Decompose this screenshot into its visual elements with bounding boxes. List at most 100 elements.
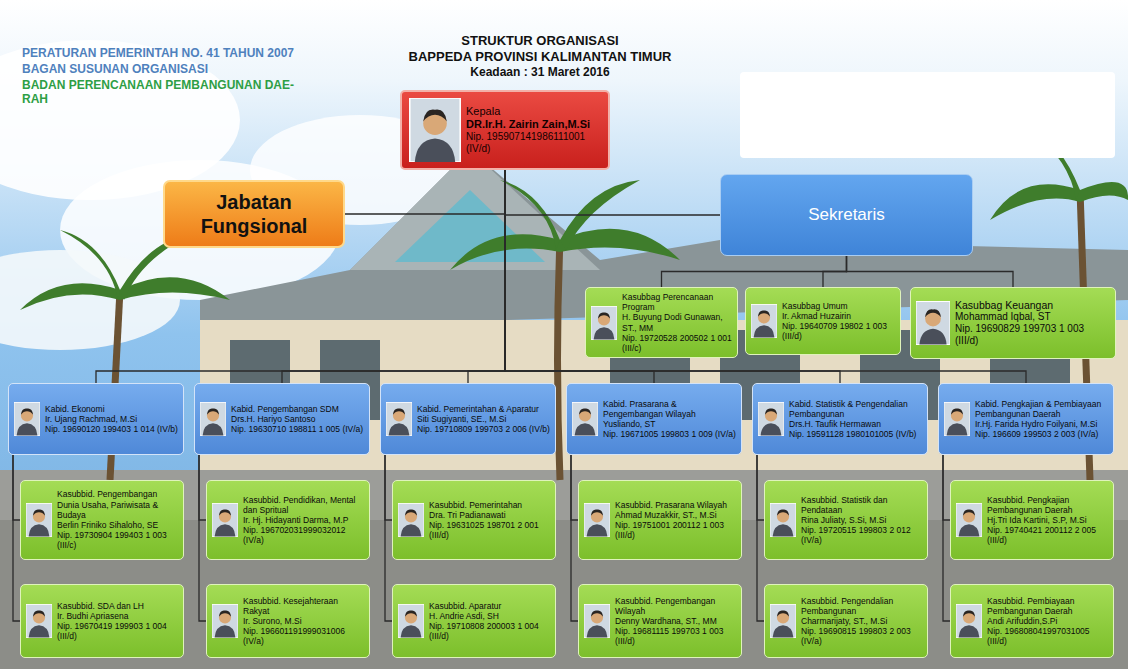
text-group: Jabatan Fungsional — [175, 190, 333, 238]
subdivision-box: Kasubbid. Prasarana WilayahAhmad Muzakki… — [578, 480, 742, 560]
subdivision-box: Kasubbid. Kesejahteraan RakyatIr. Surono… — [206, 584, 370, 658]
org-connector — [757, 455, 764, 520]
portrait-photo — [758, 402, 784, 436]
person-name: Siti Sugiyanti, SE., M.Si — [417, 414, 550, 424]
portrait-photo — [386, 402, 412, 436]
agency-title: BAPPEDA PROVINSI KALIMANTAN TIMUR — [370, 49, 710, 65]
regulation-note: PERATURAN PEMERINTAH NO. 41 TAHUN 2007 — [22, 46, 402, 60]
position-title: Kabid. Prasarana & Pengembangan Wilayah — [603, 399, 736, 419]
position-title: Kasubbid. Statistik dan Pendataan — [801, 495, 922, 515]
text-group: Kasubbid. Prasarana WilayahAhmad Muzakki… — [615, 500, 736, 541]
position-title: Kabid. Pemerintahan & Aparatur — [417, 404, 550, 414]
org-connector — [847, 256, 1014, 287]
chart-title: STRUKTUR ORGANISASI — [370, 33, 710, 49]
employee-number: Nip. 19751001 200112 1 003 (III/d) — [615, 520, 736, 540]
org-connector — [943, 455, 950, 621]
text-group: Kasubbid. PemerintahanDra. Tri Padianawa… — [429, 500, 550, 541]
division-box: Kabid. Prasarana & Pengembangan WilayahY… — [566, 383, 742, 455]
position-title: Kasubbid. Pengembangan Dunia Usaha, Pari… — [57, 489, 178, 520]
text-group: Kasubbag UmumIr. Akmad HuzairinNip. 1964… — [782, 301, 895, 342]
unit-name: Sekretaris — [726, 205, 967, 225]
person-name: Drs.H. Hariyo Santoso — [231, 414, 364, 424]
portrait-photo — [398, 604, 424, 638]
portrait-photo — [26, 604, 52, 638]
employee-number: Nip. 19690815 199803 2 003 (IV/a) — [801, 626, 922, 646]
portrait-photo — [14, 402, 40, 436]
text-group: Kasubbid. Pengembangan WilayahDenny Ward… — [615, 596, 736, 647]
portrait-photo — [409, 98, 461, 162]
subdivision-box: Kasubbid. SDA dan LHIr. Budhi ApriasenaN… — [20, 584, 184, 658]
text-group: Kabid. Prasarana & Pengembangan WilayahY… — [603, 399, 736, 440]
text-group: KepalaDR.Ir.H. Zairin Zain,M.SiNip. 1959… — [466, 105, 601, 155]
division-box: Kabid. Statistik & Pengendalian Pembangu… — [752, 383, 928, 455]
person-name: Ir. Ujang Rachmad, M.Si — [45, 414, 178, 424]
position-title: Kasubbid. Pendidikan, Mental dan Spritua… — [243, 495, 364, 515]
text-group: Sekretaris — [726, 205, 967, 225]
subdivision-box: Kasubbid. Pendidikan, Mental dan Spritua… — [206, 480, 370, 560]
person-name: Ir. Akmad Huzairin — [782, 311, 895, 321]
portrait-photo — [572, 402, 598, 436]
org-connector — [345, 170, 505, 214]
portrait-photo — [956, 503, 982, 537]
text-group: Kasubbag KeuanganMohammad Iqbal, STNip. … — [955, 299, 1110, 348]
portrait-photo — [944, 402, 970, 436]
subdivision-box: Kasubbid. AparaturH. Andrie Asdi, SHNip.… — [392, 584, 556, 658]
org-connector — [96, 170, 505, 383]
employee-number: Nip. 19670419 199903 1 004 (III/d) — [57, 621, 178, 641]
position-title: Kabid. Pengembangan SDM — [231, 404, 364, 414]
subdivision-box: Kasubbid. PemerintahanDra. Tri Padianawa… — [392, 480, 556, 560]
position-title: Kasubbid. Pemerintahan — [429, 500, 550, 510]
status-date: Keadaan : 31 Maret 2016 — [370, 65, 710, 79]
position-title: Kasubbid. Pengkajian Pembangunan Daerah — [987, 495, 1108, 515]
subdivision-box: Kasubbid. Pengendalian PembangunanCharma… — [764, 584, 928, 658]
division-box: Kabid. Pemerintahan & AparaturSiti Sugiy… — [380, 383, 556, 455]
employee-number: Nip. 19710808 200003 1 004 (III/d) — [429, 621, 550, 641]
subsection-box: Kasubbag UmumIr. Akmad HuzairinNip. 1964… — [745, 287, 901, 355]
employee-number: Nip. 19630710 198811 1 005 (IV/a) — [231, 424, 364, 434]
org-connector — [13, 455, 20, 621]
employee-number: Nip. 19710809 199703 2 006 (IV/b) — [417, 424, 550, 434]
blank-panel — [740, 72, 1115, 158]
portrait-photo — [770, 503, 796, 537]
portrait-photo — [584, 503, 610, 537]
org-connector — [13, 455, 20, 520]
person-name: Denny Wardhana, ST., MM — [615, 616, 736, 626]
person-name: Ir. Hj. Hidayanti Darma, M.P — [243, 515, 364, 525]
person-name: Charmarijaty, ST., M.Si — [801, 616, 922, 626]
employee-number: Nip. 19591128 1980101005 (IV/b) — [789, 429, 922, 439]
text-group: Kasubbid. Pendidikan, Mental dan Spritua… — [243, 495, 364, 546]
text-group: Kasubbid. Statistik dan PendataanRina Ju… — [801, 495, 922, 546]
text-group: Kasubbid. Pembiayaan Pembangunan DaerahA… — [987, 596, 1108, 647]
employee-number: Nip. 19730904 199403 1 003 (III/c) — [57, 530, 178, 550]
division-box: Kabid. Pengembangan SDMDrs.H. Hariyo San… — [194, 383, 370, 455]
text-group: Kabid. EkonomiIr. Ujang Rachmad, M.SiNip… — [45, 404, 178, 435]
chart-subtitle: BAGAN SUSUNAN ORGANISASI — [22, 62, 402, 76]
division-box: Kabid. Pengkajian & Pembiayaan Pembangun… — [938, 383, 1114, 455]
agency-name: BADAN PERENCANAAN PEMBANGUNAN DAE- RAH — [22, 78, 314, 107]
org-connector — [571, 455, 578, 621]
position-title: Kasubbid. Kesejahteraan Rakyat — [243, 596, 364, 616]
org-connector — [823, 256, 847, 287]
employee-number: Nip. 196702031999032012 (IV/a) — [243, 525, 364, 545]
text-group: Kasubbid. SDA dan LHIr. Budhi ApriasenaN… — [57, 601, 178, 642]
text-group: Kasubbid. Pengendalian PembangunanCharma… — [801, 596, 922, 647]
person-name: Ir. Surono, M.Si — [243, 616, 364, 626]
employee-number: Nip. 19690829 199703 1 003 (III/d) — [955, 323, 1110, 347]
org-connector — [468, 170, 505, 383]
text-group: Kabid. Pengembangan SDMDrs.H. Hariyo San… — [231, 404, 364, 435]
employee-number: Nip. 19681115 199703 1 003 (III/d) — [615, 626, 736, 646]
org-connector — [505, 170, 720, 215]
employee-number: Nip. 195907141986111001 (IV/d) — [466, 131, 601, 155]
portrait-photo — [591, 306, 617, 340]
division-box: Kabid. EkonomiIr. Ujang Rachmad, M.SiNip… — [8, 383, 184, 455]
employee-number: Nip. 19671005 199803 1 009 (IV/a) — [603, 429, 736, 439]
position-title: Kasubbid. Pengembangan Wilayah — [615, 596, 736, 616]
portrait-photo — [212, 604, 238, 638]
position-title: Kasubbid. Prasarana Wilayah — [615, 500, 736, 510]
employee-number: Nip. 19720528 200502 1 001 (III/c) — [622, 333, 732, 353]
position-title: Kasubbag Umum — [782, 301, 895, 311]
employee-number: Nip. 19640709 19802 1 003 (III/d) — [782, 321, 895, 341]
text-group: Kasubbid. AparaturH. Andrie Asdi, SHNip.… — [429, 601, 550, 642]
org-connector — [199, 455, 206, 621]
